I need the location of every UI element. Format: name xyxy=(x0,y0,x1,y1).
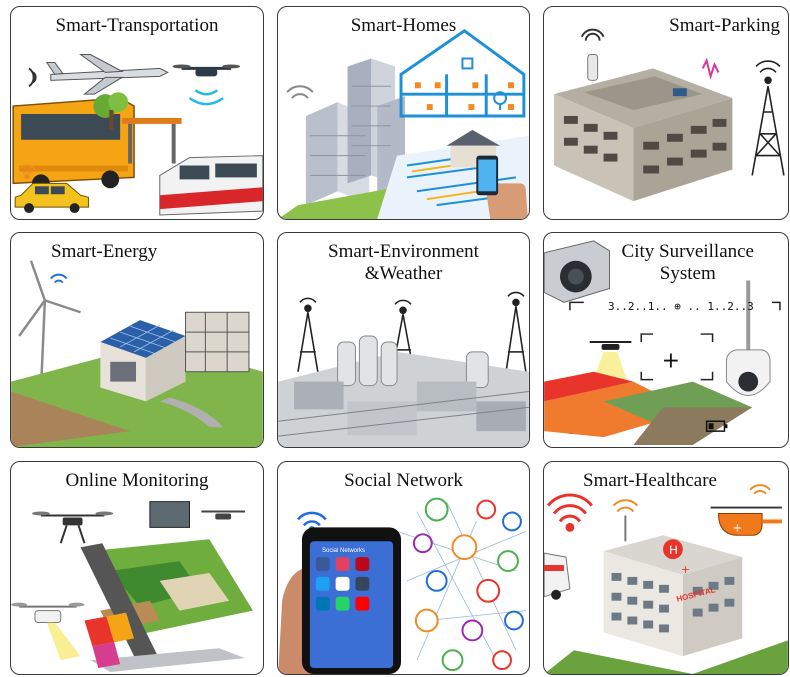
tile-title: Smart-Transportation xyxy=(55,15,219,36)
color-bars xyxy=(84,612,135,669)
healthcare-illustration: + H + xyxy=(544,484,788,674)
parking-garage xyxy=(554,68,733,202)
drone-icon xyxy=(31,511,114,544)
helicopter-icon: + xyxy=(710,506,782,536)
tile-smart-parking: Smart-Parking xyxy=(543,6,789,220)
wifi-icon xyxy=(18,164,36,180)
bulb-icon xyxy=(493,91,508,111)
tile-social-network: Social Network xyxy=(277,461,530,675)
phone-app-label: Social Networks xyxy=(322,548,366,554)
smartphone-icon xyxy=(301,527,402,674)
bus-icon xyxy=(12,97,135,193)
tile-title: Smart-Parking xyxy=(669,15,780,36)
camera-countdown: 3..2..1.. ⊕ .. 1..2..3 xyxy=(608,300,754,313)
wifi-icon xyxy=(546,493,593,532)
hospital-building: H + xyxy=(603,535,743,657)
signal-wave-icon xyxy=(701,57,720,80)
airplane-icon xyxy=(45,54,169,95)
surveillance-illustration: + xyxy=(544,240,781,446)
tile-title: Social Network xyxy=(344,470,463,491)
tile-online-monitoring: Online Monitoring xyxy=(10,461,264,675)
tile-title-line2: System xyxy=(659,263,716,284)
helipad xyxy=(663,539,683,560)
wifi-icon xyxy=(749,484,771,495)
industrial-plant xyxy=(278,335,529,447)
laptop-icon xyxy=(80,543,245,673)
drone-icon xyxy=(201,510,245,520)
cctv-camera-icon xyxy=(544,240,611,303)
tile-title: Smart-Energy xyxy=(51,241,158,262)
smart-homes-illustration xyxy=(278,28,529,219)
tile-title: Online Monitoring xyxy=(65,470,209,491)
linkedin-icon xyxy=(315,596,330,611)
transportation-illustration xyxy=(12,54,263,216)
battery-icon xyxy=(705,420,728,432)
svg-text:+: + xyxy=(681,563,690,576)
smart-parking-illustration xyxy=(554,28,785,202)
cell-tower-icon xyxy=(297,291,527,372)
antenna-icon xyxy=(612,499,639,542)
environment-illustration xyxy=(278,291,529,447)
tile-city-surveillance-system: City Surveillance System 3..2..1.. ⊕ .. … xyxy=(543,232,789,448)
online-monitoring-illustration xyxy=(11,501,253,673)
terrain-map xyxy=(544,371,753,446)
wifi-icon xyxy=(50,273,68,284)
drone-icon xyxy=(11,602,85,661)
tile-smart-energy: Smart-Energy xyxy=(10,232,264,448)
solar-house xyxy=(100,311,250,402)
lock-icon xyxy=(461,57,474,70)
smart-energy-illustration xyxy=(11,260,263,447)
tile-title-line1: Smart-Environment xyxy=(328,241,479,262)
train-icon xyxy=(159,155,263,216)
facebook-icon xyxy=(315,557,330,571)
twitter-icon xyxy=(315,576,330,591)
instagram-icon xyxy=(335,557,350,571)
tumblr-icon xyxy=(355,576,370,591)
tile-title-line2: &Weather xyxy=(364,263,443,284)
youtube-icon xyxy=(355,596,370,611)
smart-house-diagram xyxy=(399,28,526,118)
messenger-icon xyxy=(335,576,350,591)
svg-text:+: + xyxy=(732,520,742,534)
dome-camera-icon xyxy=(725,280,771,396)
tile-title: Smart-Healthcare xyxy=(583,470,717,491)
tile-smart-environment-weather: Smart-Environment &Weather xyxy=(277,232,530,448)
tile-title: City Surveillance System xyxy=(622,241,754,285)
wifi-icon xyxy=(28,67,37,88)
taxi-icon xyxy=(14,182,89,214)
tile-smart-transportation: Smart-Transportation xyxy=(10,6,264,220)
tile-title: Smart-Homes xyxy=(350,15,457,36)
tile-title-line1: City Surveillance xyxy=(621,241,754,262)
tile-smart-healthcare: Smart-Healthcare + xyxy=(543,461,789,675)
antenna-icon xyxy=(580,28,605,81)
cell-tower-icon xyxy=(751,60,785,176)
tile-title: Smart-Environment &Weather xyxy=(278,241,529,285)
avatar-icons xyxy=(412,497,524,672)
camera-feed-panel xyxy=(149,501,190,528)
ambulance-icon xyxy=(544,552,571,600)
tile-smart-homes: Smart-Homes xyxy=(277,6,530,220)
crosshair-icon: + xyxy=(662,349,680,374)
viewfinder-frame xyxy=(569,301,781,434)
whatsapp-icon xyxy=(335,596,350,611)
wifi-icon xyxy=(286,85,314,99)
svg-text:H: H xyxy=(669,543,678,557)
social-network-illustration xyxy=(278,497,526,674)
pinterest-icon xyxy=(355,557,370,571)
drone-icon xyxy=(172,64,241,106)
smartphone-icon xyxy=(476,155,528,219)
